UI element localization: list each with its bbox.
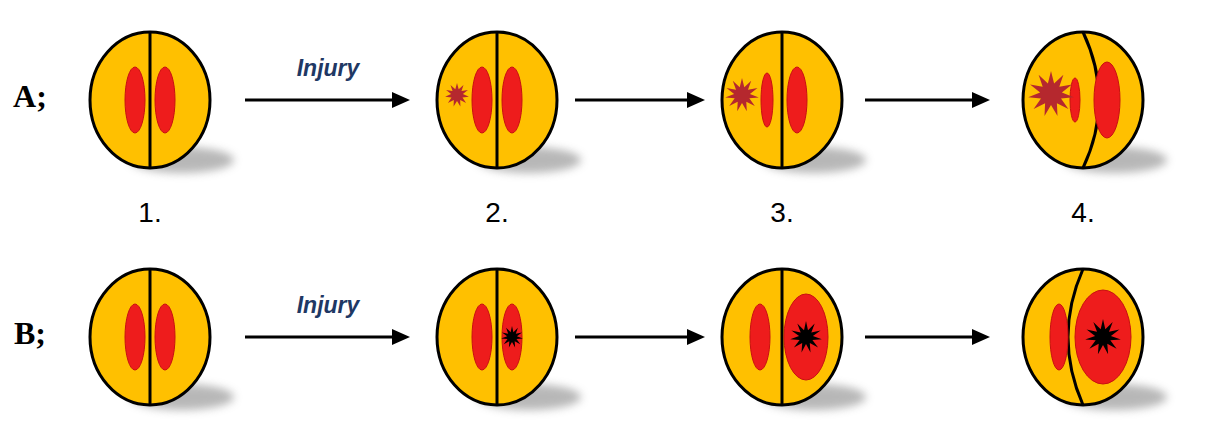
lesion-burst (1085, 319, 1121, 354)
brain-section (90, 32, 234, 173)
ventricle (502, 304, 522, 370)
ventricle (155, 67, 175, 133)
arrow-label: Injury (297, 57, 360, 80)
midline (496, 269, 499, 405)
stage-number: 3. (770, 199, 793, 227)
lesion-burst (445, 83, 469, 107)
ventricle (1075, 290, 1131, 384)
brain-outline (90, 269, 210, 405)
stage-arrow (865, 329, 990, 345)
arrow-shaft (575, 336, 691, 339)
lesion-burst (501, 326, 523, 348)
midline (781, 269, 784, 405)
ventricle (787, 67, 807, 133)
brain-outline (1023, 269, 1143, 405)
arrow-label: Injury (297, 294, 360, 317)
midline (149, 269, 152, 405)
ventricle (750, 304, 770, 370)
brain-section (437, 269, 581, 410)
arrow-head (687, 92, 705, 108)
arrow-shaft (245, 336, 396, 339)
midline (149, 32, 152, 168)
brain-outline (1023, 32, 1143, 168)
brain-section (722, 32, 866, 173)
arrow-head (972, 329, 990, 345)
row-letter: B; (14, 317, 46, 349)
midline (781, 32, 784, 168)
ventricle (125, 304, 145, 370)
brain-outline (722, 32, 842, 168)
arrow-head (392, 92, 410, 108)
stage-arrow (245, 92, 410, 108)
brain-outline (437, 32, 557, 168)
stage-number: 2. (485, 199, 508, 227)
brain-outline (437, 269, 557, 405)
stage-arrow (575, 92, 705, 108)
stage-arrow (575, 329, 705, 345)
ventricle (155, 304, 175, 370)
ventricle (502, 67, 522, 133)
arrow-head (687, 329, 705, 345)
midline (496, 32, 499, 168)
stage-number: 4. (1071, 199, 1094, 227)
ventricle (1050, 304, 1068, 370)
ventricle (125, 67, 145, 133)
ventricle (472, 304, 492, 370)
arrow-head (972, 92, 990, 108)
brain-section (1023, 269, 1167, 410)
brain-outline (722, 269, 842, 405)
stage-arrow (865, 92, 990, 108)
brain-section (722, 269, 866, 410)
arrow-shaft (865, 99, 976, 102)
stage-number: 1. (138, 199, 161, 227)
lesion-burst (725, 78, 759, 111)
arrow-shaft (865, 336, 976, 339)
ventricle (784, 294, 828, 380)
lesion-burst (1028, 71, 1074, 116)
lesion-burst (790, 321, 822, 352)
arrow-shaft (245, 99, 396, 102)
ventricle (472, 67, 492, 133)
row-letter: A; (13, 80, 47, 112)
ventricle (761, 73, 773, 127)
ventricle (1094, 62, 1120, 138)
brain-outline (90, 32, 210, 168)
brain-section (1023, 32, 1167, 173)
arrow-shaft (575, 99, 691, 102)
stage-arrow (245, 329, 410, 345)
brain-section (90, 269, 234, 410)
brain-section (437, 32, 581, 173)
arrow-head (392, 329, 410, 345)
